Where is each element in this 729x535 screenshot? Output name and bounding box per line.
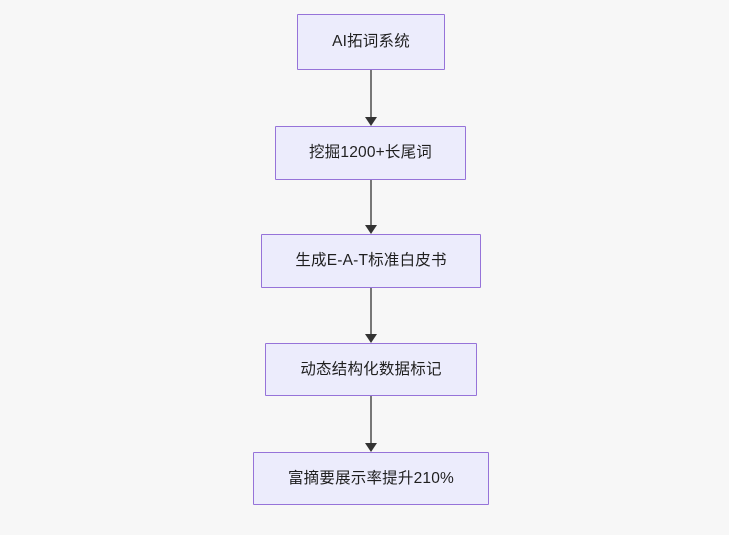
flow-node-n4[interactable]: 动态结构化数据标记 (265, 343, 477, 396)
flow-node-label: 动态结构化数据标记 (300, 360, 442, 378)
edge-line (370, 396, 372, 444)
flow-edge-n1-n2 (361, 70, 381, 126)
edge-line (370, 180, 372, 226)
arrowhead-icon (365, 117, 377, 126)
flow-node-n3[interactable]: 生成E-A-T标准白皮书 (261, 234, 481, 288)
flow-node-n1[interactable]: AI拓词系统 (297, 14, 445, 70)
arrowhead-icon (365, 334, 377, 343)
flow-edge-n3-n4 (361, 288, 381, 343)
flow-edge-n2-n3 (361, 180, 381, 234)
flow-node-label: 富摘要展示率提升210% (287, 469, 455, 487)
edge-line (370, 70, 372, 118)
edge-line (370, 288, 372, 335)
flow-node-label: 挖掘1200+长尾词 (308, 144, 433, 162)
flow-node-label: AI拓词系统 (332, 33, 410, 51)
flow-node-n5[interactable]: 富摘要展示率提升210% (253, 452, 489, 505)
arrowhead-icon (365, 225, 377, 234)
flow-node-n2[interactable]: 挖掘1200+长尾词 (275, 126, 466, 180)
flow-node-label: 生成E-A-T标准白皮书 (295, 252, 447, 270)
flow-edge-n4-n5 (361, 396, 381, 452)
arrowhead-icon (365, 443, 377, 452)
